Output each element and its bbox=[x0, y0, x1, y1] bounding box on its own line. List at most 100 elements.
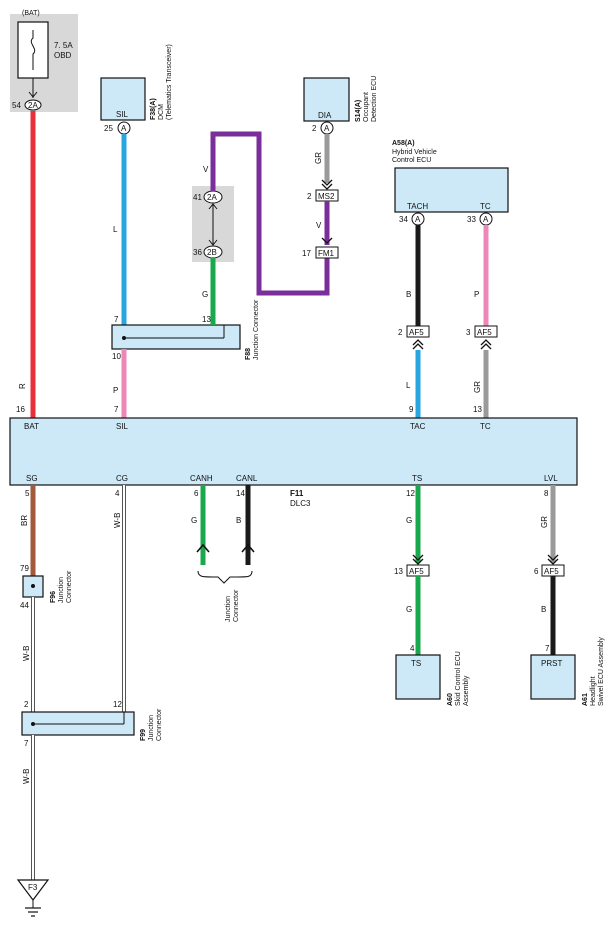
dlc3-pin-13: 13 bbox=[473, 405, 482, 414]
wire-v-ms2-label: V bbox=[316, 221, 322, 230]
f96-pin79: 79 bbox=[20, 564, 29, 573]
f88-name: Junction Connector bbox=[253, 299, 260, 360]
dcm-name: DCM bbox=[158, 104, 165, 120]
f96-name1: Junction bbox=[58, 577, 65, 603]
fm1-pin: 17 bbox=[302, 249, 311, 258]
wire-wb-gnd-label: W-B bbox=[22, 769, 31, 784]
f99-name2: Connector bbox=[156, 708, 163, 741]
a58-box bbox=[394, 167, 509, 213]
jc-2a-pin: 41 bbox=[193, 193, 202, 202]
af5-left-label: AF5 bbox=[409, 328, 424, 337]
af5-right-box bbox=[474, 325, 498, 338]
af5-ts-label: AF5 bbox=[409, 567, 424, 576]
wire-g-a60-label: G bbox=[406, 605, 412, 614]
dlc3-pin-4: 4 bbox=[115, 489, 120, 498]
canh-arrow-icon bbox=[196, 543, 210, 553]
ground-label: F3 bbox=[28, 883, 38, 892]
af5-left-box bbox=[406, 325, 430, 338]
wire-gr-tc-label: GR bbox=[473, 381, 482, 393]
a60-name1: Skid Control ECU bbox=[455, 651, 462, 706]
fm1-box bbox=[315, 246, 339, 259]
dlc3-pin-5: 5 bbox=[25, 489, 30, 498]
f99-name1: Junction bbox=[148, 715, 155, 741]
wire-gr-s14-label: GR bbox=[314, 152, 323, 164]
a60-name2: Assembly bbox=[463, 675, 470, 706]
dcm-box bbox=[100, 77, 146, 121]
s14-pin: 2 bbox=[312, 124, 317, 133]
ms2-pin: 2 bbox=[307, 192, 312, 201]
af5-left-arrow-icon bbox=[412, 339, 424, 350]
f96-id: F96 bbox=[50, 591, 57, 603]
f99-pin2: 2 bbox=[24, 700, 29, 709]
fuse-pin: 54 bbox=[12, 101, 21, 110]
f88-id: F88 bbox=[245, 348, 252, 360]
fuse-rating: 7. 5A bbox=[54, 41, 73, 50]
dlc3-canl: CANL bbox=[236, 474, 258, 483]
a60-id: A60 bbox=[447, 693, 454, 706]
fuse-conn-2a bbox=[24, 99, 42, 111]
af5-ts-pin: 13 bbox=[394, 567, 403, 576]
a61-terminal: PRST bbox=[541, 659, 562, 668]
dlc3-ts: TS bbox=[412, 474, 422, 483]
f88-box bbox=[111, 324, 241, 350]
f99-pin12: 12 bbox=[113, 700, 122, 709]
dlc3-bat: BAT bbox=[24, 422, 39, 431]
dlc3-pin-16: 16 bbox=[16, 405, 25, 414]
dlc3-id: F11 bbox=[290, 489, 304, 498]
a60-pin: 4 bbox=[410, 644, 415, 653]
dlc3-pin-12: 12 bbox=[406, 489, 415, 498]
a61-id: A61 bbox=[582, 693, 589, 706]
wire-wb-f96-label: W-B bbox=[22, 646, 31, 661]
wire-p-label: P bbox=[113, 386, 118, 395]
dcm-sub: (Telematics Transceiver) bbox=[166, 44, 173, 120]
dcm-pin: 25 bbox=[104, 124, 113, 133]
wire-l-dcm-label: L bbox=[113, 225, 118, 234]
wire-v-label: V bbox=[203, 165, 209, 174]
jc-up-arrow-icon bbox=[208, 203, 218, 210]
fuse-arrow-icon bbox=[28, 91, 38, 98]
a61-name1: Headlight bbox=[590, 676, 597, 706]
wire-v-loop bbox=[210, 131, 330, 296]
dlc3-cg: CG bbox=[116, 474, 128, 483]
can-brace bbox=[197, 570, 253, 584]
wire-l-tac-label: L bbox=[406, 381, 411, 390]
a58-pin-tach: 34 bbox=[399, 215, 408, 224]
dlc3-pin-8: 8 bbox=[544, 489, 549, 498]
a61-box bbox=[530, 654, 576, 700]
f88-splice bbox=[122, 336, 126, 340]
dlc3-lvl: LVL bbox=[544, 474, 558, 483]
f99-pin7: 7 bbox=[24, 739, 29, 748]
a58-tc: TC bbox=[480, 202, 491, 211]
wire-b-a61-label: B bbox=[541, 605, 546, 614]
s14-box bbox=[303, 77, 350, 122]
af5-right-label: AF5 bbox=[477, 328, 492, 337]
af5-lvl-label: AF5 bbox=[544, 567, 559, 576]
wire-br-label: BR bbox=[20, 515, 29, 526]
dlc3-pin-7: 7 bbox=[114, 405, 119, 414]
jc-2b-label: 2B bbox=[207, 248, 217, 257]
ground-icon bbox=[16, 879, 50, 901]
a61-pin: 7 bbox=[545, 644, 550, 653]
jc-2a-label: 2A bbox=[207, 193, 217, 202]
fm1-arrow-icon bbox=[321, 237, 333, 244]
s14-id: S14(A) bbox=[355, 100, 362, 122]
af5-right-arrow-icon bbox=[480, 339, 492, 350]
f88-pin10: 10 bbox=[112, 352, 121, 361]
dcm-id: F38(A) bbox=[150, 98, 157, 120]
af5-ts-arrow-icon bbox=[412, 554, 424, 565]
a58-conn-tc-label: A bbox=[483, 215, 489, 224]
wire-gr-lvl-label: GR bbox=[540, 516, 549, 528]
fuse-name: OBD bbox=[54, 51, 72, 60]
wire-b-canl-label: B bbox=[236, 516, 241, 525]
f96-name2: Connector bbox=[66, 570, 73, 603]
a60-box bbox=[395, 654, 441, 700]
a58-name1: Hybrid Vehicle bbox=[392, 149, 437, 156]
wire-wb-cg-label: W-B bbox=[113, 513, 122, 528]
dlc3-box bbox=[9, 417, 578, 486]
can-jc-name1: Junction bbox=[225, 596, 232, 622]
jc-down-arrow-icon bbox=[208, 239, 218, 246]
dlc3-pin-14: 14 bbox=[236, 489, 245, 498]
af5-lvl-pin: 6 bbox=[534, 567, 539, 576]
f88-pin13: 13 bbox=[202, 315, 211, 324]
